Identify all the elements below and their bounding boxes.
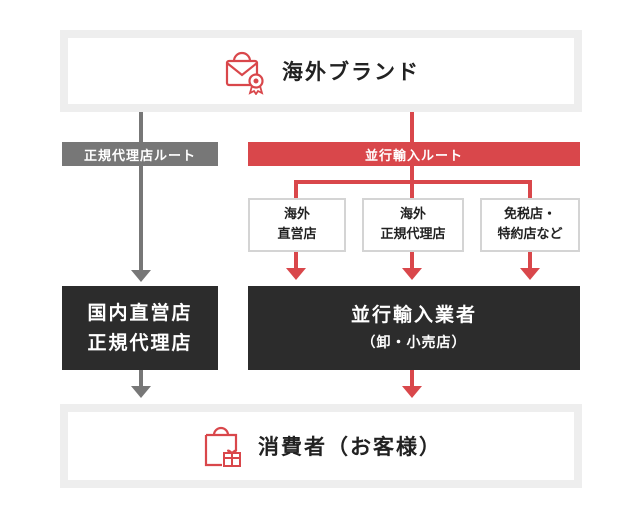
gray-route-line-top (139, 112, 143, 142)
red-source-left-line (294, 252, 298, 270)
domestic-dealer-line1: 国内直営店 (87, 302, 193, 324)
gray-route-line-mid (139, 166, 143, 270)
source-line2: 直営店 (277, 227, 317, 242)
domestic-dealer-line2: 正規代理店 (87, 332, 193, 354)
brand-box: 海外ブランド (60, 30, 582, 112)
source-line2: 特約店など (497, 227, 563, 242)
parallel-import-route-bar: 並行輸入ルート (248, 142, 580, 166)
red-arrow-down-icon (520, 268, 540, 280)
red-branch-center-drop (410, 180, 414, 198)
parallel-importer-title: 並行輸入業者 (350, 304, 477, 326)
red-route-line-top (410, 112, 414, 142)
red-branch-left-drop (294, 180, 298, 198)
gray-arrow-down-icon (131, 386, 151, 398)
domestic-dealer-box: 国内直営店 正規代理店 (62, 286, 218, 370)
gray-consumer-line (139, 370, 143, 386)
source-line1: 免税店・ (503, 207, 556, 222)
parallel-import-route-label: 並行輸入ルート (364, 148, 463, 164)
authorized-route-label: 正規代理店ルート (83, 148, 196, 164)
shopping-bag-gift-icon (200, 423, 244, 469)
red-consumer-line (410, 370, 414, 386)
red-arrow-down-icon (286, 268, 306, 280)
source-overseas-authorized-dealer: 海外 正規代理店 (362, 198, 464, 252)
bag-certificate-icon (222, 47, 268, 95)
consumer-title: 消費者（お客様） (258, 435, 442, 459)
parallel-importer-subtitle: （卸・小売店） (361, 335, 467, 351)
red-source-center-line (410, 252, 414, 270)
parallel-importer-box: 並行輸入業者 （卸・小売店） (248, 286, 580, 370)
brand-title: 海外ブランド (282, 60, 420, 84)
source-overseas-direct-store: 海外 直営店 (248, 198, 346, 252)
red-branch-right-drop (528, 180, 532, 198)
gray-arrow-down-icon (131, 270, 151, 282)
red-source-right-line (528, 252, 532, 270)
red-arrow-down-icon (402, 268, 422, 280)
source-line1: 海外 (283, 207, 310, 222)
source-line2: 正規代理店 (380, 227, 446, 242)
red-arrow-down-icon (402, 386, 422, 398)
consumer-box: 消費者（お客様） (60, 404, 582, 488)
red-route-stem (410, 166, 414, 182)
source-line1: 海外 (399, 207, 426, 222)
authorized-route-bar: 正規代理店ルート (62, 142, 218, 166)
source-duty-free-store: 免税店・ 特約店など (480, 198, 580, 252)
